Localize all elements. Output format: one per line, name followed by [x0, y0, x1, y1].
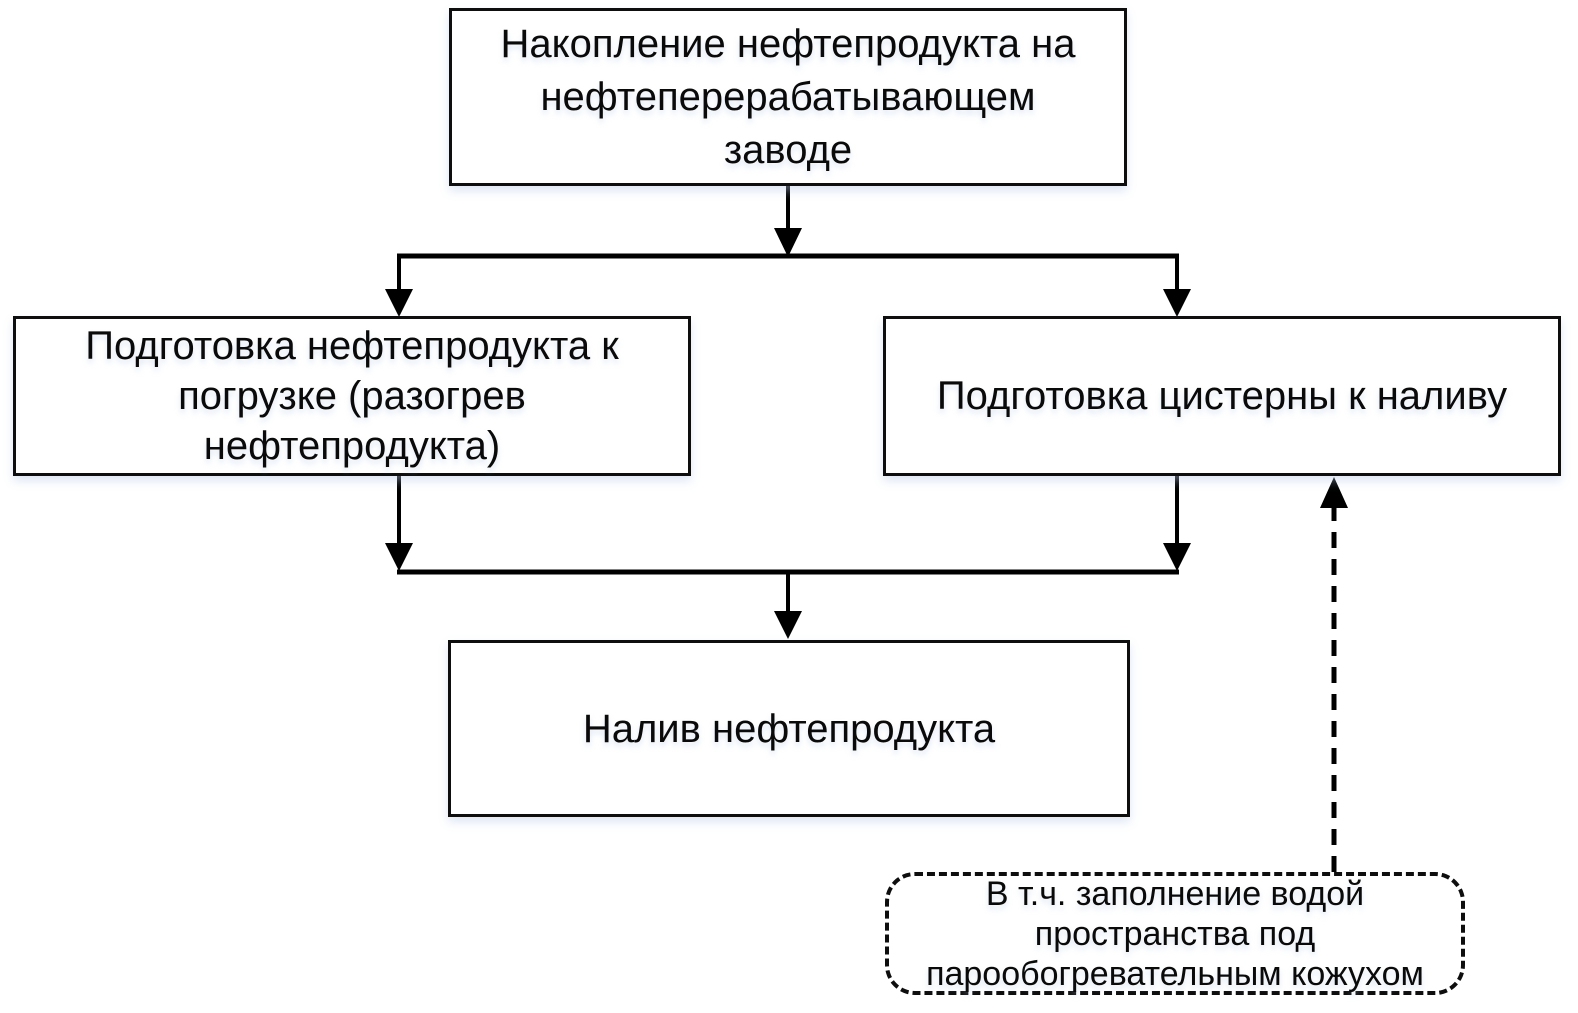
node-product-loading: Налив нефтепродукта — [448, 640, 1130, 817]
node-label-line: Подготовка нефтепродукта к — [85, 324, 619, 368]
node-label-line: пространства под — [1034, 914, 1316, 953]
node-product-preparation: Подготовка нефтепродукта к погрузке (раз… — [13, 316, 691, 476]
node-label-line: парообогревательным кожухом — [926, 954, 1424, 993]
node-label-line: Налив нефтепродукта — [582, 706, 996, 751]
arrowhead-up-icon — [1320, 477, 1348, 508]
node-label-line: заводе — [723, 127, 853, 172]
arrowhead-down-icon — [1163, 289, 1191, 317]
node-tank-preparation: Подготовка цистерны к наливу — [883, 316, 1561, 476]
arrowhead-down-icon — [774, 611, 802, 639]
node-label-line: Подготовка цистерны к наливу — [936, 374, 1508, 418]
arrowhead-down-icon — [1163, 543, 1191, 571]
node-accumulation: Накопление нефтепродукта на нефтеперераб… — [449, 8, 1127, 186]
node-label-line: В т.ч. заполнение водой — [985, 874, 1365, 913]
node-label-line: нефтепродукта) — [203, 424, 501, 468]
node-label-line: нефтеперерабатывающем — [540, 74, 1036, 119]
arrowheads — [385, 228, 1348, 639]
arrowhead-down-icon — [774, 228, 802, 257]
node-note-water-filling: В т.ч. заполнение водой пространства под… — [885, 872, 1465, 995]
arrowhead-down-icon — [385, 289, 413, 317]
node-label-line: погрузке (разогрев — [178, 374, 526, 418]
arrowhead-down-icon — [385, 543, 413, 571]
node-label-line: Накопление нефтепродукта на — [500, 21, 1076, 66]
